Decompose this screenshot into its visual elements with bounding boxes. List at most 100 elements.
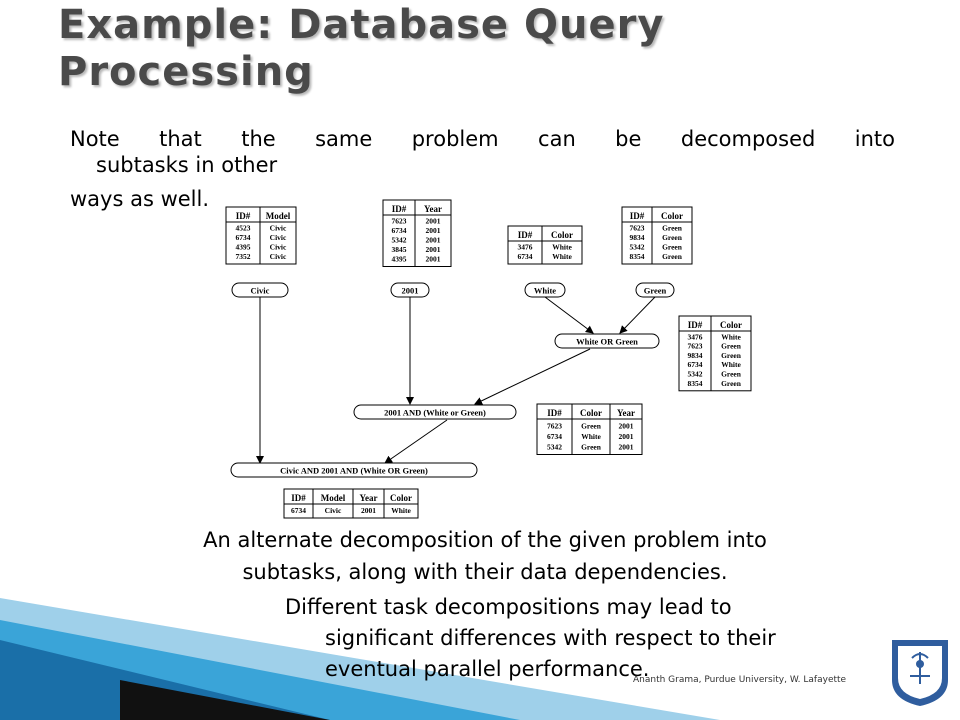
table-cell: White [552,252,572,261]
node-label: Civic AND 2001 AND (White OR Green) [280,466,428,476]
table-cell: White [721,360,741,369]
table-cell: White [721,332,741,341]
table-cell: 2001 [619,422,634,431]
table-cell: 6734 [547,432,562,441]
node-label: 2001 AND (White or Green) [384,408,486,418]
table-cell: 2001 [426,217,441,226]
note-line-2: ways as well. [70,187,210,211]
table-cell: 8354 [688,379,703,388]
table-cell: Green [721,342,742,351]
table-green: ID#7623983453428354ColorGreenGreenGreenG… [621,206,693,265]
table-cell: 2001 [619,432,634,441]
table-header: ID# [291,493,306,503]
table-cell: 3476 [688,332,703,341]
table-header: Color [661,211,683,221]
node-white-or-green: White OR Green [554,333,660,349]
table-header: ID# [688,320,703,330]
footer-credit: Ananth Grama, Purdue University, W. Lafa… [633,675,847,685]
table-cell: White [581,432,601,441]
table-cell: 3476 [518,243,533,252]
table-header: Color [720,320,742,330]
table-cell: Green [662,233,683,242]
table-cell: 6734 [518,252,533,261]
table-cell: Green [662,243,683,252]
node-label: 2001 [402,286,419,296]
table-cell: 2001 [426,226,441,235]
table-header: Color [390,493,412,503]
note-line-1b: subtasks in other [96,153,278,177]
table-cell: 5342 [630,243,645,252]
table-cell: Green [662,224,683,233]
table-cell: Green [721,351,742,360]
table-cell: 7623 [392,217,407,226]
table-header: ID# [630,211,645,221]
table-header: Year [617,408,635,418]
table-year-and-color: ID#762367345342ColorGreenWhiteGreenYear2… [536,403,643,455]
table-header: ID# [547,408,562,418]
table-cell: White [391,506,411,515]
table-cell: 7352 [236,252,251,261]
table-cell: 2001 [361,506,376,515]
table-cell: 5342 [547,443,562,452]
table-cell: White [552,243,572,252]
table-cell: Civic [325,506,342,515]
table-white-or-green: ID#347676239834673453428354ColorWhiteGre… [678,315,752,392]
table-cell: 7623 [547,422,562,431]
table-cell: Civic [270,252,287,261]
table-cell: Green [581,443,602,452]
table-cell: Green [721,379,742,388]
node-2001-and-white-or-green: 2001 AND (White or Green) [353,404,517,420]
table-cell: 9834 [630,233,645,242]
table-cell: 6734 [392,226,407,235]
node-2001: 2001 [390,282,430,298]
table-cell: 2001 [619,443,634,452]
table-cell: Civic [270,243,287,252]
university-seal-icon [892,640,948,706]
node-label: Civic [251,286,270,296]
node-label: White [534,286,556,296]
caption-figure: An alternate decomposition of the given … [203,528,767,584]
node-white: White [524,282,566,298]
table-header: ID# [236,211,251,221]
table-cell: 6734 [236,233,251,242]
table-cell: 6734 [688,360,703,369]
table-cell: Green [662,252,683,261]
table-cell: 8354 [630,252,645,261]
table-cell: 5342 [392,236,407,245]
table-cell: 2001 [426,236,441,245]
table-cell: 6734 [291,506,306,515]
node-label: Green [644,286,667,296]
note-line-1: Note that the same problem can be decomp… [70,127,895,151]
caption-conclusion: Different task decompositions may lead t… [285,595,776,681]
node-green: Green [635,282,675,298]
table-cell: 3845 [392,245,407,254]
table-header: Color [580,408,602,418]
table-year: ID#76236734534238454395Year2001200120012… [382,199,452,267]
table-cell: Civic [270,224,287,233]
table-cell: 9834 [688,351,703,360]
table-header: Model [266,211,291,221]
table-cell: 4395 [236,243,251,252]
table-cell: 7623 [688,342,703,351]
node-label: White OR Green [576,337,638,347]
table-model: ID#4523673443957352ModelCivicCivicCivicC… [225,206,297,265]
table-cell: 5342 [688,370,703,379]
table-cell: Green [721,370,742,379]
table-header: ID# [392,204,407,214]
table-header: ID# [518,230,533,240]
node-civic: Civic [231,282,289,298]
table-cell: 7623 [630,224,645,233]
node-civic-and-2001-and-white-or-green: Civic AND 2001 AND (White OR Green) [230,462,478,478]
table-header: Year [360,493,378,503]
table-cell: 2001 [426,255,441,264]
table-cell: Civic [270,233,287,242]
table-cell: Green [581,422,602,431]
table-header: Model [321,493,346,503]
table-cell: 2001 [426,245,441,254]
table-cell: 4523 [236,224,251,233]
slide-title: Example: Database Query Processing [58,2,665,95]
